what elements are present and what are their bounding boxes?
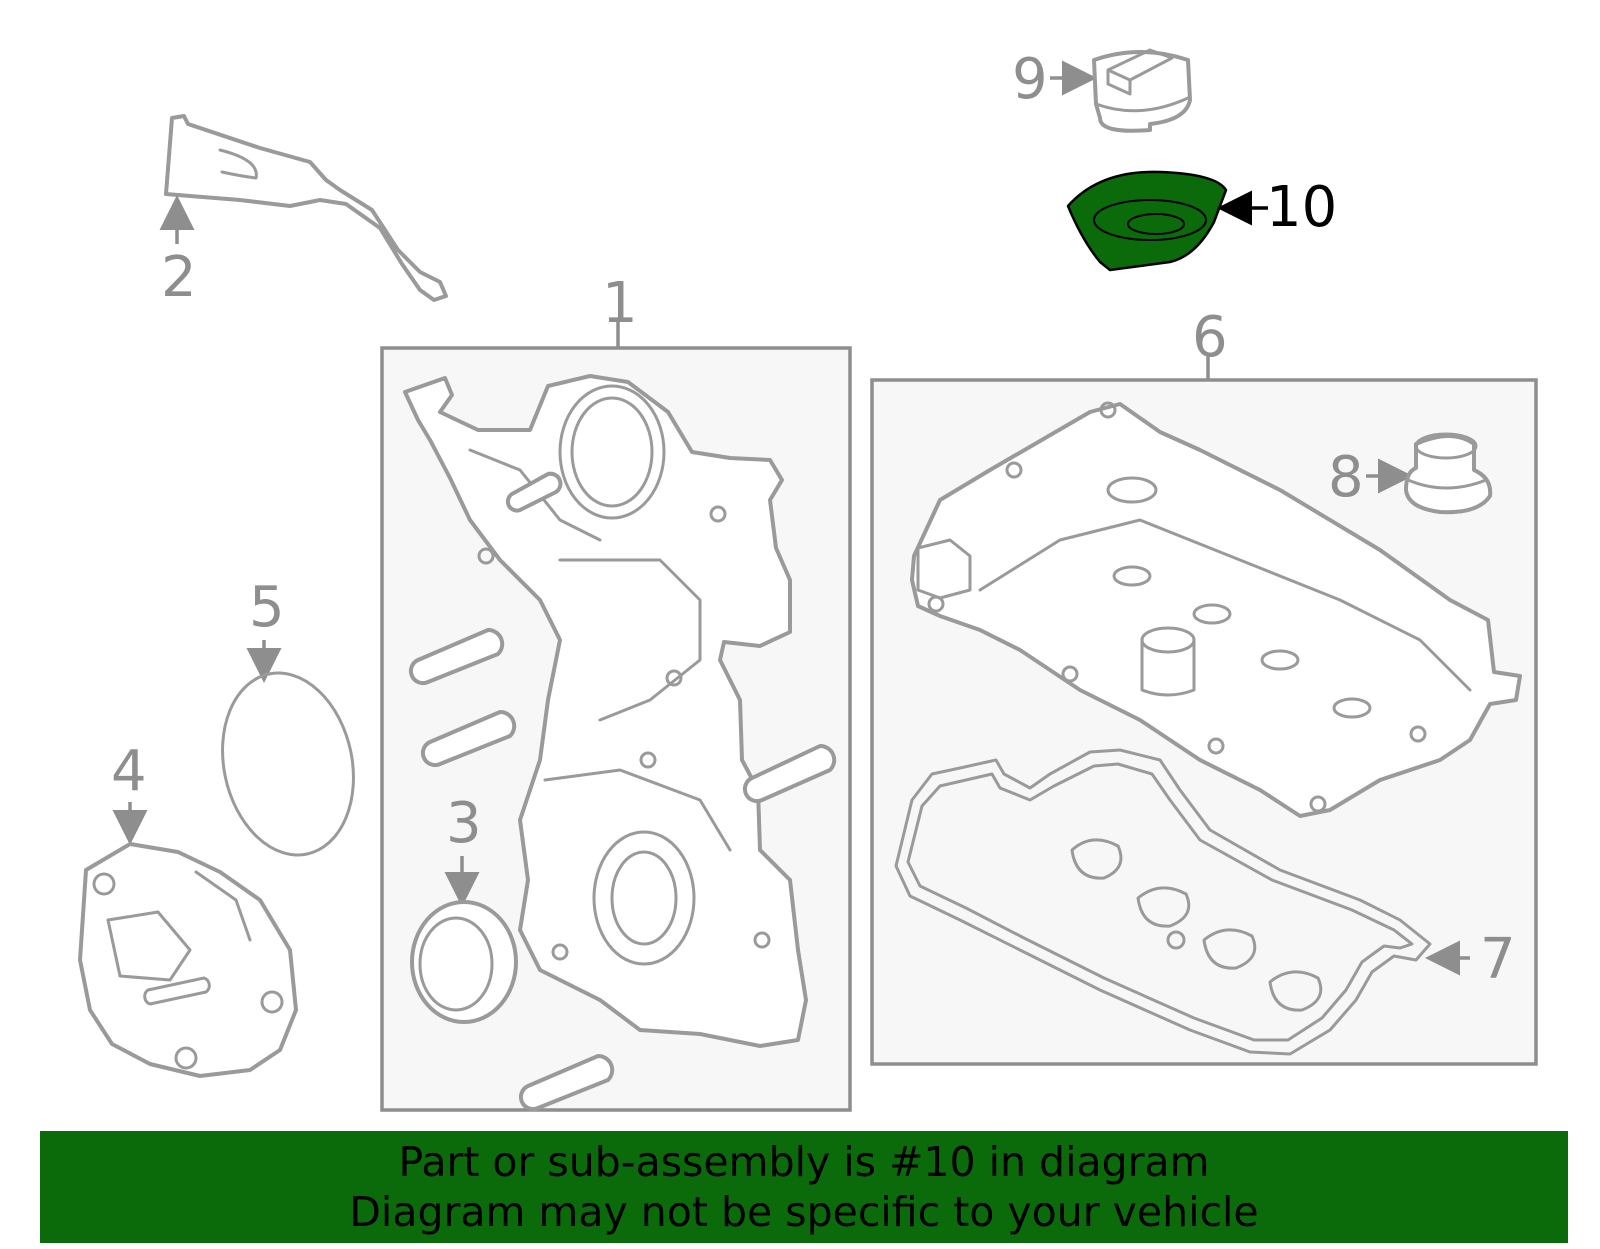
- callout-3-label: 3: [446, 791, 482, 856]
- callout-2-label: 2: [161, 245, 197, 310]
- water-pump-bolt-2: [260, 990, 284, 1014]
- valve-cover-filler-neck: [1140, 638, 1196, 697]
- timing-cover-rib-2: [543, 768, 732, 852]
- water-pump-bolt-1: [92, 872, 116, 896]
- timing-cover-bolt-5: [551, 943, 569, 961]
- valve-cover-port-3: [1112, 565, 1152, 587]
- timing-cover-group: 1 3: [380, 271, 852, 1112]
- dowel-pins: [408, 471, 837, 1112]
- timing-cover-cam-hole-inner: [570, 396, 654, 508]
- valve-cover-bolt-1: [1099, 401, 1117, 419]
- callout-7-label: 7: [1480, 927, 1516, 992]
- valve-cover-port-4: [1192, 603, 1232, 625]
- highlighted-seal-group: 10: [1066, 170, 1337, 272]
- timing-cover-rib-1: [558, 558, 702, 722]
- highlighted-seal-hole: [1127, 213, 1185, 235]
- valve-cover-bolt-2: [1005, 461, 1023, 479]
- valve-cover-group: 6 8 7: [870, 305, 1538, 1066]
- water-pump-rib: [194, 870, 252, 942]
- water-pump-group: 4: [78, 739, 298, 1078]
- gasket-spark-seal-3: [1202, 928, 1257, 970]
- valve-cover-bolt-6: [1309, 795, 1327, 813]
- crank-seal-part: [410, 900, 518, 1024]
- dipstick-tube-detail: [218, 148, 258, 180]
- water-pump-slot: [143, 976, 211, 1006]
- timing-cover-part: [403, 374, 808, 1048]
- footer-banner: Part or sub-assembly is #10 in diagram D…: [40, 1131, 1568, 1243]
- callout-6-label: 6: [1192, 305, 1228, 370]
- footer-line-1: Part or sub-assembly is #10 in diagram: [398, 1138, 1210, 1186]
- oil-cap-ring: [1094, 96, 1190, 113]
- callout-10-label: 10: [1266, 175, 1337, 240]
- footer-line-2: Diagram may not be specific to your vehi…: [349, 1188, 1259, 1236]
- o-ring-part: [221, 671, 355, 857]
- dipstick-tube-part: [164, 114, 448, 302]
- dipstick-tube-group: 2: [159, 114, 448, 310]
- valve-cover-sensor: [916, 538, 972, 600]
- timing-cover-crank-hole: [592, 830, 696, 966]
- callout-5-label: 5: [249, 575, 285, 640]
- oil-cap-grip: [1106, 48, 1174, 96]
- dowel-pin-5: [505, 471, 563, 513]
- gasket-spark-seal-4: [1268, 970, 1323, 1012]
- timing-cover-cam-hole: [558, 384, 666, 520]
- timing-cover-bolt-1: [477, 547, 495, 565]
- valve-cover-ridge: [978, 518, 1472, 692]
- dowel-pin-2: [420, 709, 517, 768]
- callout-8-label: 8: [1328, 445, 1364, 510]
- valve-cover-bolt-4: [1207, 737, 1225, 755]
- water-pump-window: [106, 910, 192, 982]
- gasket-spark-seal-2: [1136, 886, 1191, 928]
- gasket-part: [894, 748, 1432, 1056]
- callout-9-label: 9: [1012, 47, 1048, 112]
- water-pump-part: [78, 842, 298, 1078]
- plug-top: [1414, 432, 1478, 460]
- valve-cover-bolt-7: [927, 595, 945, 613]
- oil-cap-group: 9: [1012, 47, 1192, 133]
- dowel-pin-1: [408, 627, 505, 686]
- gasket-spark-seal-1: [1070, 838, 1123, 880]
- o-ring-group: 5: [221, 575, 355, 857]
- callout-4-label: 4: [111, 739, 147, 804]
- timing-cover-bolt-4: [753, 931, 771, 949]
- oil-cap-part: [1092, 50, 1192, 133]
- dowel-pin-3: [742, 743, 837, 804]
- gasket-inner: [906, 762, 1414, 1042]
- valve-cover-bolt-3: [1061, 665, 1079, 683]
- timing-cover-bolt-2: [665, 669, 683, 687]
- valve-cover-port-2: [1106, 476, 1158, 504]
- timing-cover-bolt-6: [709, 505, 727, 523]
- valve-cover-bolt-5: [1409, 725, 1427, 743]
- timing-cover-bolt-3: [639, 751, 657, 769]
- timing-cover-crank-hole-inner: [610, 850, 678, 946]
- gasket-small-ring: [1166, 930, 1186, 950]
- valve-cover-port-6: [1332, 697, 1372, 719]
- plug-rim: [1406, 478, 1488, 490]
- crank-seal-inner: [418, 916, 494, 1012]
- highlighted-seal-part: [1066, 170, 1228, 272]
- water-pump-bolt-3: [174, 1046, 198, 1070]
- callout-1-label: 1: [602, 271, 638, 336]
- highlighted-seal-inner: [1093, 199, 1207, 241]
- dowel-pin-4: [518, 1053, 615, 1112]
- valve-cover-port-5: [1260, 649, 1300, 671]
